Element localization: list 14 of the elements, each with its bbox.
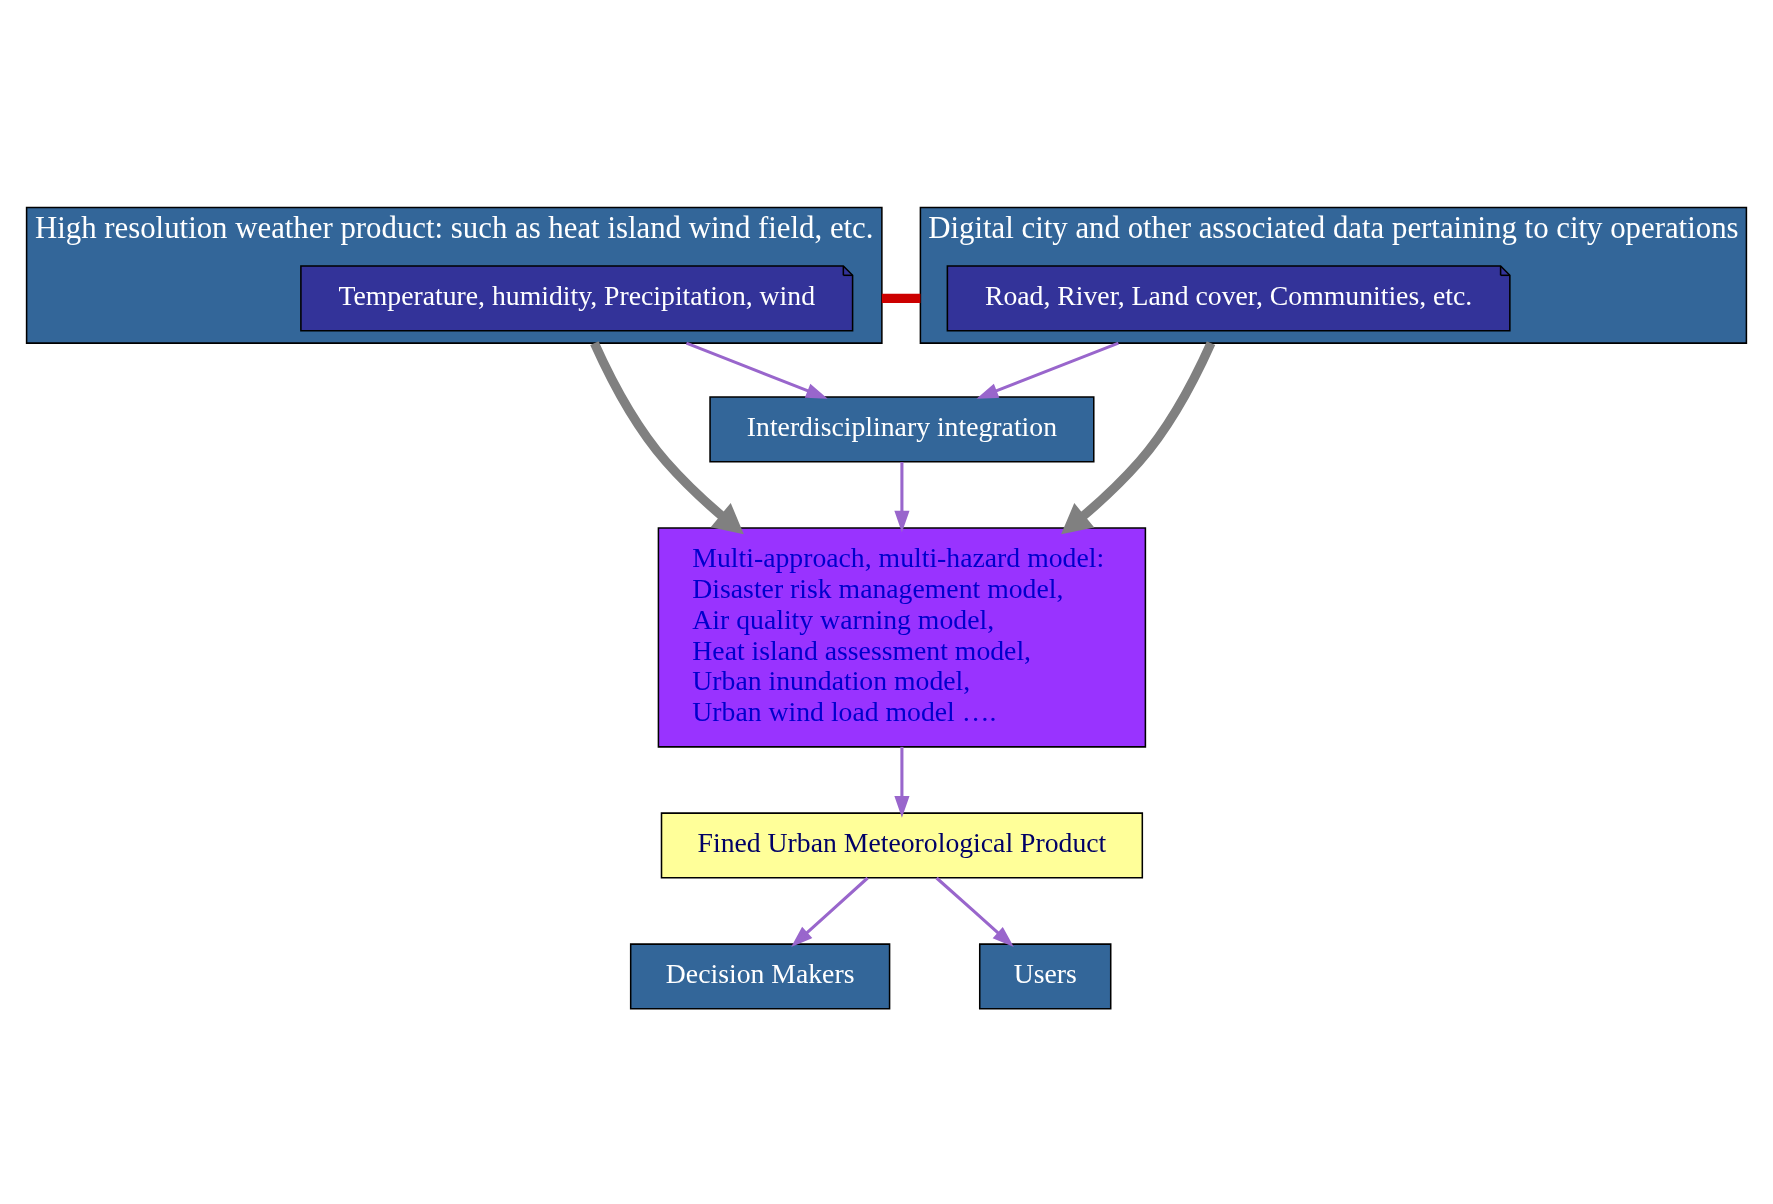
- arrow: [590, 341, 744, 535]
- arrow: [685, 341, 828, 399]
- node-box: Multi-approach, multi-hazard model: Disaster risk management model, Air quality warning model, Heat island assessment model, Urban inundation model, Urban wind load model ….: [657, 527, 1147, 748]
- node-box: Users: [978, 943, 1112, 1010]
- node-box: Decision Makers: [629, 943, 891, 1010]
- arrow: [976, 341, 1119, 399]
- connector: [881, 293, 921, 304]
- arrow: [894, 462, 910, 533]
- arrow: [791, 876, 869, 947]
- arrow: [894, 746, 910, 818]
- arrow: [1061, 341, 1216, 535]
- node-box: Fined Urban Meteorological Product: [660, 812, 1144, 879]
- node-box: Interdisciplinary integration: [709, 396, 1095, 463]
- arrow: [935, 876, 1014, 947]
